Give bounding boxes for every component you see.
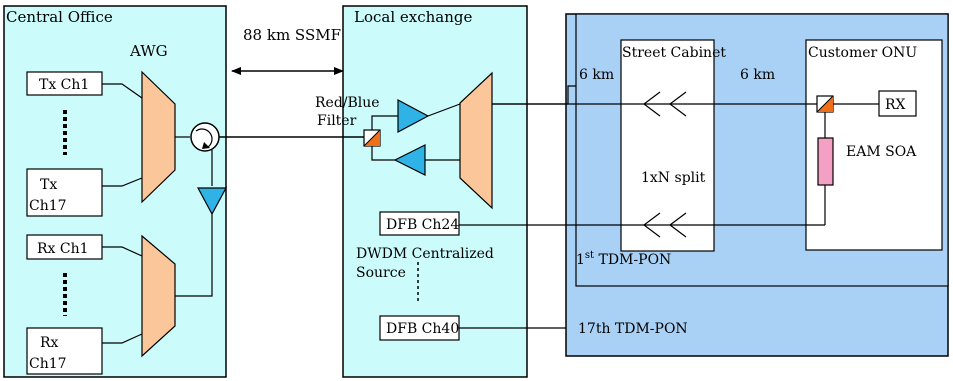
co-amplifier-icon [196, 187, 228, 216]
street-cabinet-label: Street Cabinet [622, 45, 726, 61]
street-cabinet-box [620, 39, 715, 252]
split-label: 1xN split [641, 170, 706, 186]
local-exchange-panel [342, 5, 528, 378]
co-amplifier-to-rx-awg-line [175, 214, 213, 297]
dwdm-source-label-line1: DWDM Centralized [356, 246, 494, 262]
rx-ch17-box [26, 327, 103, 375]
filter-to-upper-amp-line [371, 115, 398, 130]
split-chevron-lower-2 [669, 212, 687, 238]
distance-right-label: 6 km [740, 67, 775, 83]
pon17-label: 17th TDM-PON [578, 321, 688, 337]
eam-soa-label: EAM SOA [846, 144, 917, 160]
rx-ch17-to-awg-line [102, 333, 143, 344]
split-chevron-upper-1 [643, 91, 661, 117]
fiber-length-label: 88 km SSMF [243, 26, 341, 44]
rx-ch17-label-line1: Rx [40, 335, 59, 351]
distance-left-label: 6 km [579, 67, 614, 83]
split-chevron-lower-1 [643, 212, 661, 238]
rx-ch17-label-line2: Ch17 [29, 356, 67, 372]
filter-label-line1: Red/Blue [315, 95, 380, 111]
upstream-amplifier-icon [397, 99, 430, 133]
tx-ch17-label-line2: Ch17 [29, 198, 67, 214]
split-chevron-upper-2 [669, 91, 687, 117]
tx-ch1-to-awg-line [102, 83, 143, 99]
central-office-title: Central Office [6, 8, 113, 26]
rx-ch1-label: Rx Ch1 [37, 241, 89, 257]
local-exchange-awg-shape [459, 71, 493, 210]
dfb-ch24-label: DFB Ch24 [386, 217, 459, 233]
eam-soa-modulator [817, 137, 834, 186]
circulator-arrow-icon [195, 128, 213, 148]
tx-ch17-to-awg-line [102, 177, 143, 187]
tx-awg-shape [141, 70, 176, 204]
local-exchange-title: Local exchange [354, 8, 473, 26]
pon1-label: 1st TDM-PON [576, 250, 671, 268]
tx-ch17-box [26, 168, 103, 217]
dfb-ch24-box [379, 211, 460, 236]
tx-ch17-label-line1: Tx [40, 177, 57, 193]
filter-label-line2: Filter [317, 113, 357, 129]
filter-to-lower-amp-line [371, 146, 395, 161]
tx-ch1-label: Tx Ch1 [39, 77, 89, 93]
rx-ch1-to-awg-line [102, 246, 143, 257]
dfb-ch40-label: DFB Ch40 [386, 321, 459, 337]
awg-label: AWG [129, 42, 168, 60]
rx-awg-shape [141, 234, 176, 358]
dwdm-source-label-line2: Source [356, 265, 406, 281]
customer-onu-label: Customer ONU [808, 45, 917, 61]
dfb-ch40-box [379, 315, 460, 341]
rx-receiver-box [878, 90, 917, 117]
rx-receiver-label: RX [885, 97, 906, 113]
